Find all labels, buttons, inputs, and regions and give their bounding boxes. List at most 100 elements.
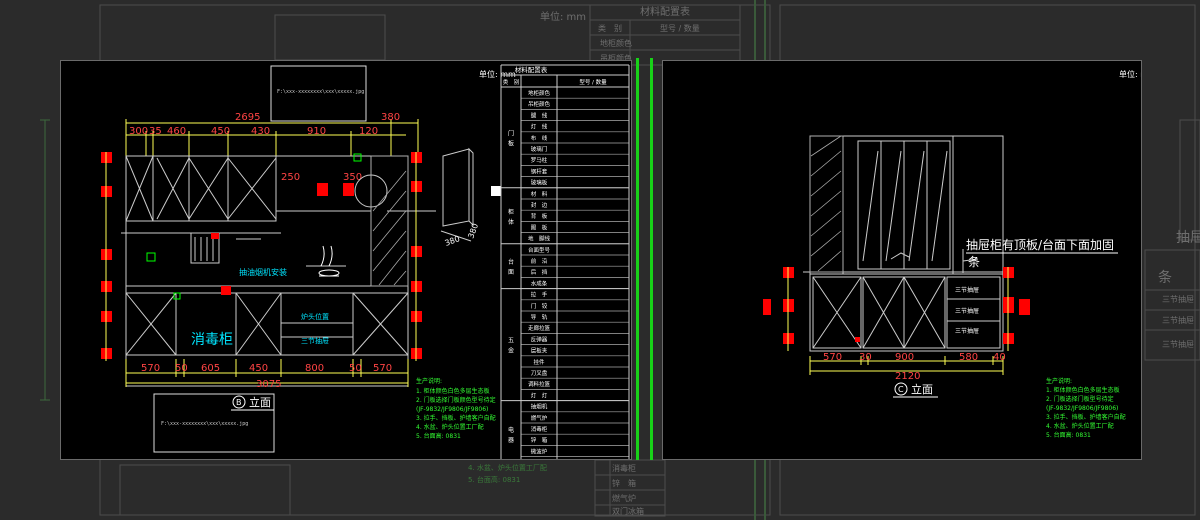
table-group-label: 柜 [508,208,514,216]
stove-position-label: 炉头位置 [301,312,329,321]
dim-seg-4: 450 [211,126,230,137]
table-row-label: 踢 板 [531,223,548,231]
dim-side-1: 380 [444,234,461,248]
separator-line [650,58,653,460]
view-letter-c: C [898,385,904,394]
table-row-label: 灯 线 [531,123,548,131]
table-group-label: 台 [508,258,514,266]
bdim-3: 605 [201,363,220,374]
table-row-label: 消毒柜 [531,425,548,433]
table-row-label: 层板夹 [531,347,548,355]
table-row-label: 锌 箱 [531,436,548,444]
table-row-label: 水成条 [531,279,548,287]
separator-line [636,58,639,460]
note-right-5: 4. 水盆、炉头位置工厂配 [1046,422,1114,430]
table-row-label: 台面型号 [528,246,551,254]
note-left-2: 2. 门板选择门板颜色型号待定 [416,396,496,404]
bdim-4: 450 [249,363,268,374]
elevation-c-drawing: 单位: mm [763,69,1141,439]
table-row-label: 灯 灯 [531,391,548,399]
table-row-label: 材 料 [531,190,548,198]
table-row-label: 玻璃板 [531,179,548,187]
dim-seg-5: 430 [251,126,270,137]
bdim-5: 800 [305,363,324,374]
unit-label-right: 单位: mm [1119,69,1141,79]
note-right-6: 5. 台面高: 0831 [1046,431,1091,439]
note-right-2: 2. 门板选择门板型号待定 [1046,395,1114,403]
table-row-label: 地柜颜色 [528,89,551,97]
ghost-note-2: 5. 台面高: 0831 [468,475,520,484]
table-row-label: 反弹器 [531,335,548,343]
note-left-5: 4. 水盆、炉头位置工厂配 [416,423,484,431]
dim-side-2: 380 [466,222,480,239]
note-left-4: 3. 拉手、挡板、护墙客户自配 [416,414,496,422]
table-row-label: 吊柜颜色 [528,100,551,108]
table-col-category: 类 别 [503,78,520,86]
note-right-4: 3. 拉手、挡板、护墙客户自配 [1046,413,1126,421]
note-left-3: (JF-9832/JF9806/JF9806) [416,406,488,413]
ghost-unit: 单位: mm [540,10,586,23]
annotation-line-2: 条 [968,255,980,269]
rdim-5: 40 [993,352,1006,363]
table-row-label: 腿 线 [531,111,548,119]
file-path-bottom: F:\xxx-xxxxxxxx\xxx\xxxxx.jpg [161,421,248,427]
ghost-right-2: 条 [1158,269,1172,286]
dim-2695: 2695 [235,112,260,123]
file-path-top: F:\xxx-xxxxxxxx\xxx\xxxxx.jpg [277,89,364,95]
notes-title-left: 生产说明: [416,377,442,385]
drawer-label-3: 三节抽屉 [955,327,979,335]
bdim-6: 50 [349,363,362,374]
table-title: 材料配置表 [515,65,548,74]
table-row-label: 燃气炉 [531,414,548,422]
ghost-drawer-2: 三节抽屉 [1162,315,1194,325]
ghost-row-1: 地柜颜色 [600,38,632,48]
table-row-label: 玻璃门 [531,145,548,153]
table-group-label: 金 [508,347,514,355]
drawer-label-left: 三节抽屉 [301,336,329,345]
dim-seg-6: 910 [307,126,326,137]
ghost-drawer-1: 三节抽屉 [1162,294,1194,304]
note-left-6: 5. 台面高: 0831 [416,432,461,440]
rdim-3: 900 [895,352,914,363]
dim-seg-1: 300 [129,126,148,137]
ghost-right-1: 抽屉 [1176,230,1200,246]
table-group-label: 板 [508,139,514,147]
disinfect-cabinet-label: 消毒柜 [191,332,233,348]
ghost-bottom-row-2: 锌 箱 [612,478,636,488]
table-row-label: 封 边 [531,201,548,209]
dim-seg-7: 120 [359,126,378,137]
table-row-label: 刀叉盘 [531,369,548,377]
ghost-drawer-3: 三节抽屉 [1162,339,1194,349]
bdim-2: 50 [175,363,188,374]
table-row-label: 前 沿 [531,257,548,265]
view-title-b: 立面 [249,395,271,409]
view-title-c: 立面 [911,382,933,396]
table-row-label: 罗马柱 [531,156,548,164]
table-row-label: 导 轨 [531,313,548,321]
rdim-1: 570 [823,352,842,363]
table-row-label: 布 线 [531,134,548,142]
view-letter-b: B [236,398,242,407]
bdim-1: 570 [141,363,160,374]
table-group-label: 门 [508,129,514,137]
ghost-col-model: 型号 / 数量 [660,23,700,33]
table-row-label: 拉 手 [531,291,548,299]
table-col-model: 型号 / 数量 [579,78,607,86]
table-group-label: 器 [508,437,514,444]
drawer-label-1: 三节抽屉 [955,286,979,294]
note-left-1: 1. 柜体颜色白色多层生态板 [416,387,490,395]
dim-350: 350 [343,172,362,183]
bdim-total: 3075 [256,379,281,390]
red-markers-right [763,267,1030,344]
rdim-2: 30 [859,352,872,363]
table-group-label: 面 [508,269,514,276]
notes-title-right: 生产说明: [1046,377,1072,385]
table-group-label: 体 [508,218,514,226]
table-row-label: 挂件 [533,358,545,366]
right-drawing-sheet: 单位: mm [662,60,1142,460]
material-config-table: 材料配置表类 别型号 / 数量地柜颜色吊柜颜色腿 线灯 线布 线玻璃门罗马柱钢杆… [500,64,630,459]
table-row-label: 走廊拉篮 [528,324,551,332]
table-row-label: 抽烟机 [531,403,548,411]
ghost-row-2: 吊柜颜色 [600,53,632,63]
ghost-bottom-row-4: 双门冰箱 [612,506,644,516]
